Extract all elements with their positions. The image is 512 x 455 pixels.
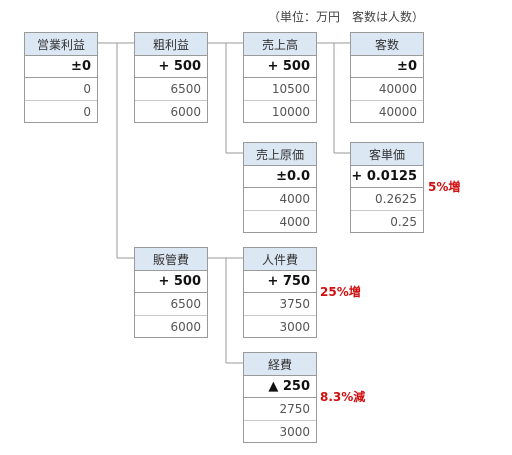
box-title: 営業利益 xyxy=(25,33,97,56)
box-value-current: 0.2625 xyxy=(375,192,417,206)
box-title: 客数 xyxy=(351,33,423,56)
box-gross-profit: 粗利益 + 500 6500 6000 xyxy=(134,32,208,123)
box-change: + 0.0125 xyxy=(351,166,423,188)
box-value-current: 6500 xyxy=(170,297,201,311)
box-value-previous: 4000 xyxy=(244,210,316,232)
box-change: ▲ 250 xyxy=(244,376,316,398)
box-title: 粗利益 xyxy=(135,33,207,56)
box-title: 販管費 xyxy=(135,248,207,271)
expenses-change-note: 8.3%減 xyxy=(320,390,366,404)
box-title: 人件費 xyxy=(244,248,316,271)
box-value-previous: 40000 xyxy=(351,100,423,122)
box-sga: 販管費 + 500 6500 6000 xyxy=(134,247,208,338)
box-operating-profit: 営業利益 ±0 0 0 xyxy=(24,32,98,123)
box-value-previous: 0 xyxy=(25,100,97,122)
box-title: 客単価 xyxy=(351,143,423,166)
box-change: + 500 xyxy=(244,56,316,78)
box-value-current: 3750 xyxy=(279,297,310,311)
box-value-current: 4000 xyxy=(279,192,310,206)
box-change: + 500 xyxy=(135,56,207,78)
box-change: + 500 xyxy=(135,271,207,293)
box-expenses: 経費 ▲ 250 2750 3000 xyxy=(243,352,317,443)
box-personnel: 人件費 + 750 3750 3000 xyxy=(243,247,317,338)
box-value-previous: 6000 xyxy=(135,315,207,337)
box-value-previous: 10000 xyxy=(244,100,316,122)
box-value-previous: 6000 xyxy=(135,100,207,122)
box-change: ±0 xyxy=(351,56,423,78)
box-title: 売上原価 xyxy=(244,143,316,166)
unit-note: （単位：万円 客数は人数） xyxy=(268,10,425,24)
box-value-current: 2750 xyxy=(279,402,310,416)
unit-price-change-note: 5%増 xyxy=(428,180,461,194)
box-change: ±0 xyxy=(25,56,97,78)
box-customers: 客数 ±0 40000 40000 xyxy=(350,32,424,123)
box-value-current: 10500 xyxy=(271,82,310,96)
box-unit-price: 客単価 + 0.0125 0.2625 0.25 xyxy=(350,142,424,233)
box-value-current: 40000 xyxy=(378,82,417,96)
box-value-current: 0 xyxy=(83,82,91,96)
box-sales: 売上高 + 500 10500 10000 xyxy=(243,32,317,123)
box-value-previous: 3000 xyxy=(244,420,316,442)
box-change: ±0.0 xyxy=(244,166,316,188)
box-value-previous: 3000 xyxy=(244,315,316,337)
personnel-change-note: 25%増 xyxy=(320,285,361,299)
box-value-current: 6500 xyxy=(170,82,201,96)
box-title: 売上高 xyxy=(244,33,316,56)
box-change: + 750 xyxy=(244,271,316,293)
box-cost-of-sales: 売上原価 ±0.0 4000 4000 xyxy=(243,142,317,233)
box-title: 経費 xyxy=(244,353,316,376)
box-value-previous: 0.25 xyxy=(351,210,423,232)
